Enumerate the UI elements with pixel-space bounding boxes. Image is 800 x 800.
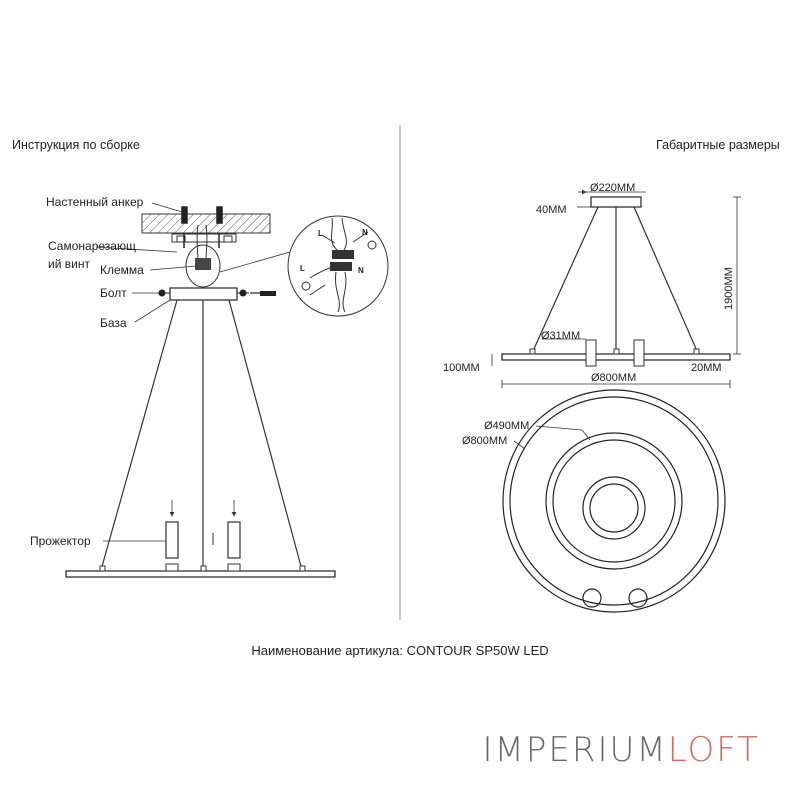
ring-side-view (65, 570, 336, 578)
ground-icon (367, 240, 377, 250)
wire-n-label: N (362, 228, 368, 237)
plan-view (502, 389, 726, 613)
total-height-label: 1900MM (723, 267, 735, 310)
elevation-spots (529, 339, 700, 367)
dimension-lines (491, 189, 741, 388)
plan-leaders (513, 425, 591, 450)
ring-height-label: 100MM (443, 362, 480, 374)
spotlight-arrows (169, 500, 237, 517)
bolt-icon (158, 289, 249, 297)
terminal-label: Клемма (100, 263, 144, 277)
terminal-block (185, 244, 221, 288)
wiring-detail (287, 215, 389, 317)
canopy-elevation (590, 196, 642, 208)
canopy-height-label: 40MM (536, 204, 567, 216)
base-label: База (100, 316, 127, 330)
mounting-bracket (171, 233, 237, 243)
canopy-base (169, 287, 238, 301)
brand-part-1: IMPERIUM (482, 730, 668, 770)
ring-diameter-label: Ø800MM (591, 372, 637, 384)
brand-part-2: LOFT (667, 730, 760, 770)
canopy-diameter-label: Ø220MM (590, 182, 636, 194)
label-leaders (95, 202, 197, 542)
ground-icon-2 (301, 281, 311, 291)
zoom-leader (219, 249, 298, 273)
spotlight-label: Прожектор (30, 534, 91, 548)
spotlight-icon (165, 521, 241, 559)
elevation-cables (532, 206, 698, 352)
dimensions-title: Габаритные размеры (656, 138, 780, 152)
spot-diameter-label: Ø31MM (541, 330, 581, 342)
ceiling (141, 213, 271, 234)
wire-n-label-2: N (358, 266, 364, 275)
brand-logo: IMPERIUMLOFT (483, 730, 760, 770)
wire-l-label: L (318, 229, 323, 238)
screwdriver-icon (250, 291, 276, 296)
wire-l-label-2: L (300, 264, 305, 273)
ring-thickness-label: 20MM (691, 362, 722, 374)
wall-anchor-label: Настенный анкер (46, 195, 144, 209)
self-tapping-label-2: ий винт (48, 257, 90, 271)
self-tapping-label: Самонарезающ (48, 239, 136, 253)
ring-mounts (99, 563, 306, 572)
article-name: Наименование артикула: CONTOUR SP50W LED (251, 643, 549, 658)
inner-diameter-label: Ø490MM (484, 420, 530, 432)
ring-elevation (501, 353, 731, 361)
outer-diameter-label: Ø800MM (462, 435, 508, 447)
assembly-title: Инструкция по сборке (12, 138, 140, 152)
terminal-icon (195, 258, 211, 270)
suspension-cables (100, 299, 303, 571)
bolt-label: Болт (100, 286, 127, 300)
